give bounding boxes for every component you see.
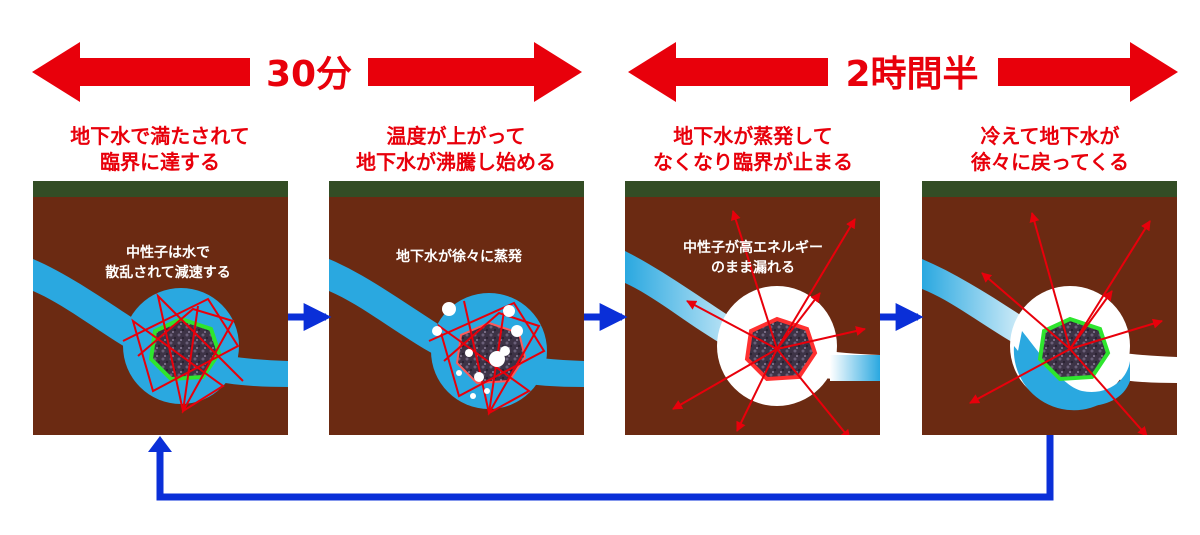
panel-3-title-line-2: なくなり臨界が止まる — [653, 150, 853, 174]
panel-1-title-line-2: 臨界に達する — [100, 150, 220, 174]
arrow-2h30-right-head — [998, 42, 1178, 102]
fuel-debris-rock — [1037, 316, 1111, 382]
panel-2-title-line-1: 温度が上がって — [387, 124, 526, 148]
panel-1-caption-line-2: 散乱されて減速する — [105, 264, 231, 281]
grass-strip — [625, 181, 880, 197]
timeline-label-30min: 30分 — [266, 54, 352, 95]
grass-strip — [922, 181, 1177, 197]
panel-4-title-line-2: 徐々に戻ってくる — [970, 150, 1129, 174]
grass-strip — [33, 181, 288, 197]
arrow-30min-left-head — [32, 42, 250, 102]
panel-2-title-line-2: 地下水が沸騰し始める — [356, 150, 556, 174]
panel-2-caption-line-1: 地下水が徐々に蒸発 — [396, 248, 523, 265]
grass-strip — [329, 181, 584, 197]
panel-1-title: 地下水で満たされて 臨界に達する — [70, 124, 249, 174]
panel-3: 中性子が高エネルギー のまま漏れる — [625, 181, 880, 435]
fuel-debris-rock — [148, 316, 222, 382]
arrow-2h30-left-head — [628, 42, 828, 102]
panel-3-caption-line-2: のまま漏れる — [711, 260, 795, 276]
panel-1-title-line-1: 地下水で満たされて — [70, 124, 249, 148]
steam-bubbles — [432, 302, 523, 399]
cycle-return-arrow — [148, 435, 1054, 501]
panel-2: 地下水が徐々に蒸発 — [329, 181, 584, 435]
neutron-scatter-paths — [122, 292, 244, 414]
panel-3-caption-line-1: 中性子が高エネルギー — [683, 239, 823, 256]
timeline-label-2h30: 2時間半 — [845, 54, 978, 95]
arrow-30min-right-head — [368, 42, 582, 102]
panel-4-title: 冷えて地下水が 徐々に戻ってくる — [970, 124, 1129, 174]
panel-1-caption-line-1: 中性子は水で — [126, 244, 210, 261]
cycle-return-arrowhead — [148, 436, 172, 452]
panel-2-title: 温度が上がって 地下水が沸騰し始める — [356, 124, 556, 174]
escaping-neutron-arrows — [969, 212, 1163, 435]
panel-3-title: 地下水が蒸発して なくなり臨界が止まる — [653, 124, 853, 174]
timeline-arrow-30min: 30分 — [32, 42, 582, 102]
panel-4 — [922, 181, 1177, 435]
escaping-neutron-arrows — [672, 210, 866, 435]
stream-tail-white — [830, 355, 880, 381]
cavity-lower-water — [1013, 346, 1122, 411]
timeline-arrow-2h30: 2時間半 — [628, 42, 1178, 102]
panel-3-title-line-1: 地下水が蒸発して — [673, 124, 832, 148]
panel-1: 中性子は水で 散乱されて減速する — [33, 181, 288, 435]
panel-4-title-line-1: 冷えて地下水が — [981, 124, 1120, 148]
